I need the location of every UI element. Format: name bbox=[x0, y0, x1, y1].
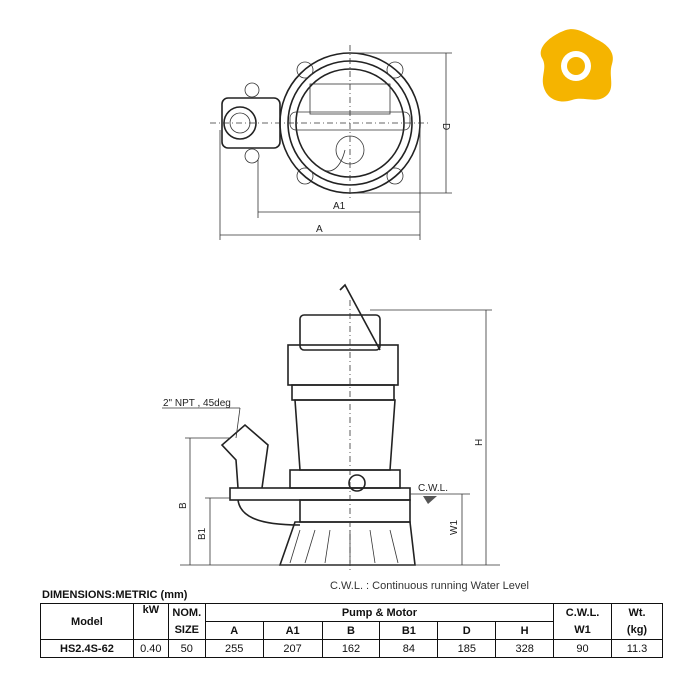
dim-a-label: A bbox=[316, 224, 323, 235]
header-size: SIZE bbox=[167, 621, 206, 640]
header-b1: B1 bbox=[379, 621, 439, 640]
side-view: 2" NPT , 45deg C.W.L. H B B1 W1 bbox=[162, 283, 500, 570]
cell-a1: 207 bbox=[262, 639, 323, 658]
cwl-note: C.W.L. : Continuous running Water Level bbox=[330, 580, 529, 592]
header-nom: NOM. bbox=[167, 603, 206, 622]
header-h: H bbox=[495, 621, 555, 640]
table-row: HS2.4S-62 0.40 50 255 207 162 84 185 328… bbox=[40, 639, 663, 658]
header-a1: A1 bbox=[262, 621, 323, 640]
header-b: B bbox=[321, 621, 381, 640]
header-a: A bbox=[204, 621, 264, 640]
cell-b1: 84 bbox=[379, 639, 439, 658]
header-cwl: C.W.L. bbox=[553, 603, 613, 622]
cell-b: 162 bbox=[321, 639, 381, 658]
cell-wt: 11.3 bbox=[611, 639, 663, 658]
cell-kw: 0.40 bbox=[132, 639, 169, 658]
cell-d: 185 bbox=[437, 639, 497, 658]
outlet-label: 2" NPT , 45deg bbox=[163, 398, 231, 409]
header-kg: (kg) bbox=[611, 621, 663, 640]
dim-b-label: B bbox=[178, 502, 189, 509]
header-row-1: Model kW NOM. Pump & Motor C.W.L. Wt. bbox=[40, 603, 663, 640]
dim-h-label: H bbox=[474, 439, 485, 446]
dim-w1-label: W1 bbox=[449, 520, 460, 535]
dim-a1-label: A1 bbox=[333, 201, 346, 212]
header-model: Model bbox=[40, 603, 134, 640]
header-d: D bbox=[437, 621, 497, 640]
gear-logo-icon bbox=[540, 29, 613, 102]
header-row-2: SIZE A A1 B B1 D H W1 (kg) bbox=[41, 621, 663, 640]
dim-b1-label: B1 bbox=[197, 527, 208, 540]
header-w1: W1 bbox=[553, 621, 613, 640]
cell-a: 255 bbox=[204, 639, 264, 658]
cell-model: HS2.4S-62 bbox=[40, 639, 134, 658]
header-pump-motor: Pump & Motor bbox=[204, 603, 555, 622]
header-wt: Wt. bbox=[611, 603, 663, 622]
cell-w1: 90 bbox=[553, 639, 613, 658]
cell-h: 328 bbox=[495, 639, 555, 658]
dim-d-label: D bbox=[440, 123, 451, 130]
cell-nom: 50 bbox=[167, 639, 206, 658]
header-kw: kW bbox=[132, 603, 169, 640]
top-view: A1 A D bbox=[210, 45, 452, 240]
table-title: DIMENSIONS:METRIC (mm) bbox=[42, 589, 188, 601]
cwl-label: C.W.L. bbox=[418, 483, 448, 494]
dimensions-table: Model kW NOM. Pump & Motor C.W.L. Wt. SI… bbox=[40, 603, 663, 658]
